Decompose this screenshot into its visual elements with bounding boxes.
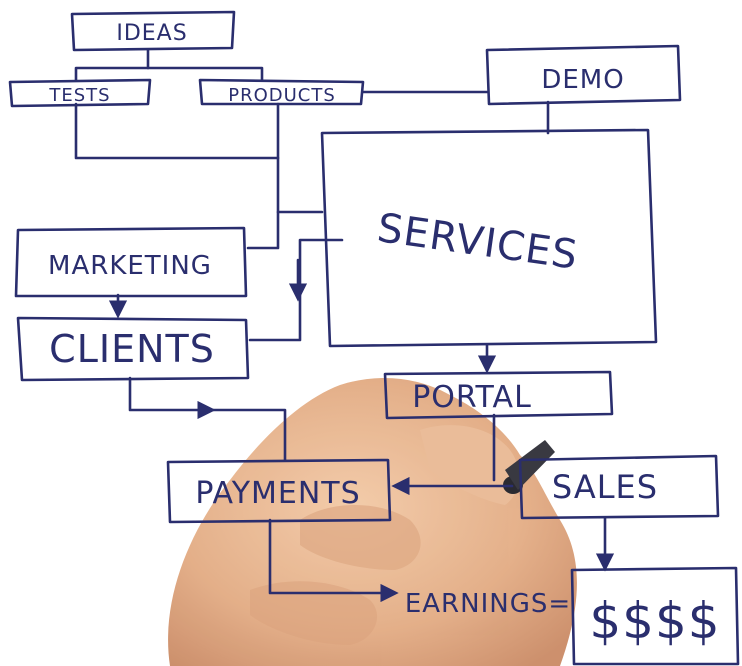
money-box: [570, 566, 740, 666]
payments-label: PAYMENTS: [195, 476, 360, 511]
sales-box: [518, 454, 720, 520]
portal-label: PORTAL: [412, 380, 532, 415]
earnings-label: EARNINGS=: [405, 589, 571, 619]
services-label: SERVICES: [374, 205, 580, 279]
services-box: [320, 128, 658, 348]
clients-label: CLIENTS: [49, 327, 215, 371]
demo-box: [485, 44, 682, 106]
portal-box: [383, 370, 614, 420]
ideas-label: IDEAS: [116, 21, 187, 46]
clients-box: [16, 316, 250, 382]
connector-products-marketing: [246, 102, 280, 250]
money-label: $$$$: [589, 592, 720, 650]
marketing-box: [14, 226, 248, 298]
products-box: [198, 78, 365, 106]
marketing-label: MARKETING: [48, 251, 212, 281]
connector-ideas-products: [146, 66, 264, 82]
connector-tests-down: [74, 102, 280, 160]
payments-box: [166, 458, 392, 524]
tests-label: TESTS: [48, 85, 110, 106]
ideas-box: [70, 10, 236, 52]
node-boxes: [8, 10, 740, 666]
arrow-payments-earnings: [268, 518, 399, 603]
connector-ideas-tests: [74, 48, 150, 82]
tests-box: [8, 78, 152, 108]
sales-label: SALES: [552, 468, 658, 506]
products-label: PRODUCTS: [228, 85, 336, 106]
demo-label: DEMO: [541, 65, 624, 95]
connectors: [74, 48, 615, 603]
